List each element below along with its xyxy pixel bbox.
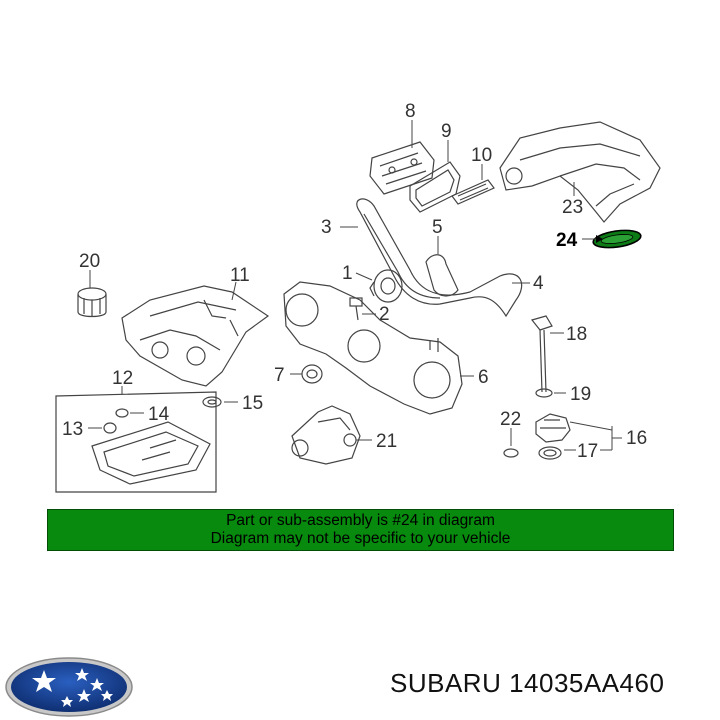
part-3-timing-belt (356, 198, 523, 318)
part-7-seal (301, 364, 323, 384)
callout-11: 11 (230, 265, 250, 286)
part-23-intake-manifold (499, 121, 661, 223)
callout-9: 9 (441, 121, 452, 142)
callout-13: 13 (62, 419, 83, 440)
brand-part-number: SUBARU 14035AA460 (390, 668, 665, 698)
part-10-gaskets (451, 179, 495, 205)
part-5-belt (425, 254, 459, 297)
part-16-filler-cap (535, 413, 571, 443)
callout-8: 8 (405, 101, 416, 122)
group-12-box (55, 391, 217, 493)
part-13-drain-plug (103, 422, 117, 434)
callout-22: 22 (500, 409, 521, 430)
callout-18: 18 (566, 324, 587, 345)
callout-10: 10 (471, 145, 492, 166)
banner-line-2: Diagram may not be specific to your vehi… (210, 530, 511, 547)
callout-23: 23 (562, 197, 583, 218)
part-11-oil-pan-upper (121, 285, 270, 387)
subaru-pleiades-logo-icon (5, 657, 133, 717)
callout-14: 14 (148, 404, 170, 425)
callout-21: 21 (376, 431, 397, 452)
callout-7: 7 (274, 365, 285, 386)
callout-2: 2 (379, 304, 390, 325)
part-21-oil-pump (291, 405, 361, 465)
part-8-cover (369, 141, 435, 195)
callout-16: 16 (626, 428, 647, 449)
callout-5: 5 (432, 217, 443, 238)
callout-17: 17 (577, 441, 598, 462)
part-6-timing-cover (283, 281, 463, 415)
part-24-gasket[interactable] (592, 228, 642, 251)
part-20-oil-filter (77, 287, 107, 318)
info-banner: Part or sub-assembly is #24 in diagram D… (47, 509, 674, 551)
part-19-oring (535, 388, 553, 398)
callout-24: 24 (556, 230, 578, 251)
callout-15: 15 (242, 393, 263, 414)
part-14-oring (115, 408, 129, 418)
banner-line-1: Part or sub-assembly is #24 in diagram (226, 512, 495, 529)
callout-12: 12 (112, 368, 133, 389)
callout-1: 1 (342, 263, 353, 284)
part-17-gasket (538, 446, 562, 460)
callout-6: 6 (478, 367, 489, 388)
callout-3: 3 (321, 217, 332, 238)
callout-4: 4 (533, 273, 544, 294)
part-2-bolt (349, 297, 363, 321)
callout-20: 20 (79, 251, 100, 272)
part-22-oring (503, 448, 519, 458)
part-1-pulley (369, 269, 403, 303)
part-18-dipstick (530, 315, 553, 393)
callout-19: 19 (570, 384, 591, 405)
part-9-gasket (409, 161, 461, 213)
part-12-oil-pan (91, 421, 211, 485)
part-15-washer (202, 396, 222, 408)
